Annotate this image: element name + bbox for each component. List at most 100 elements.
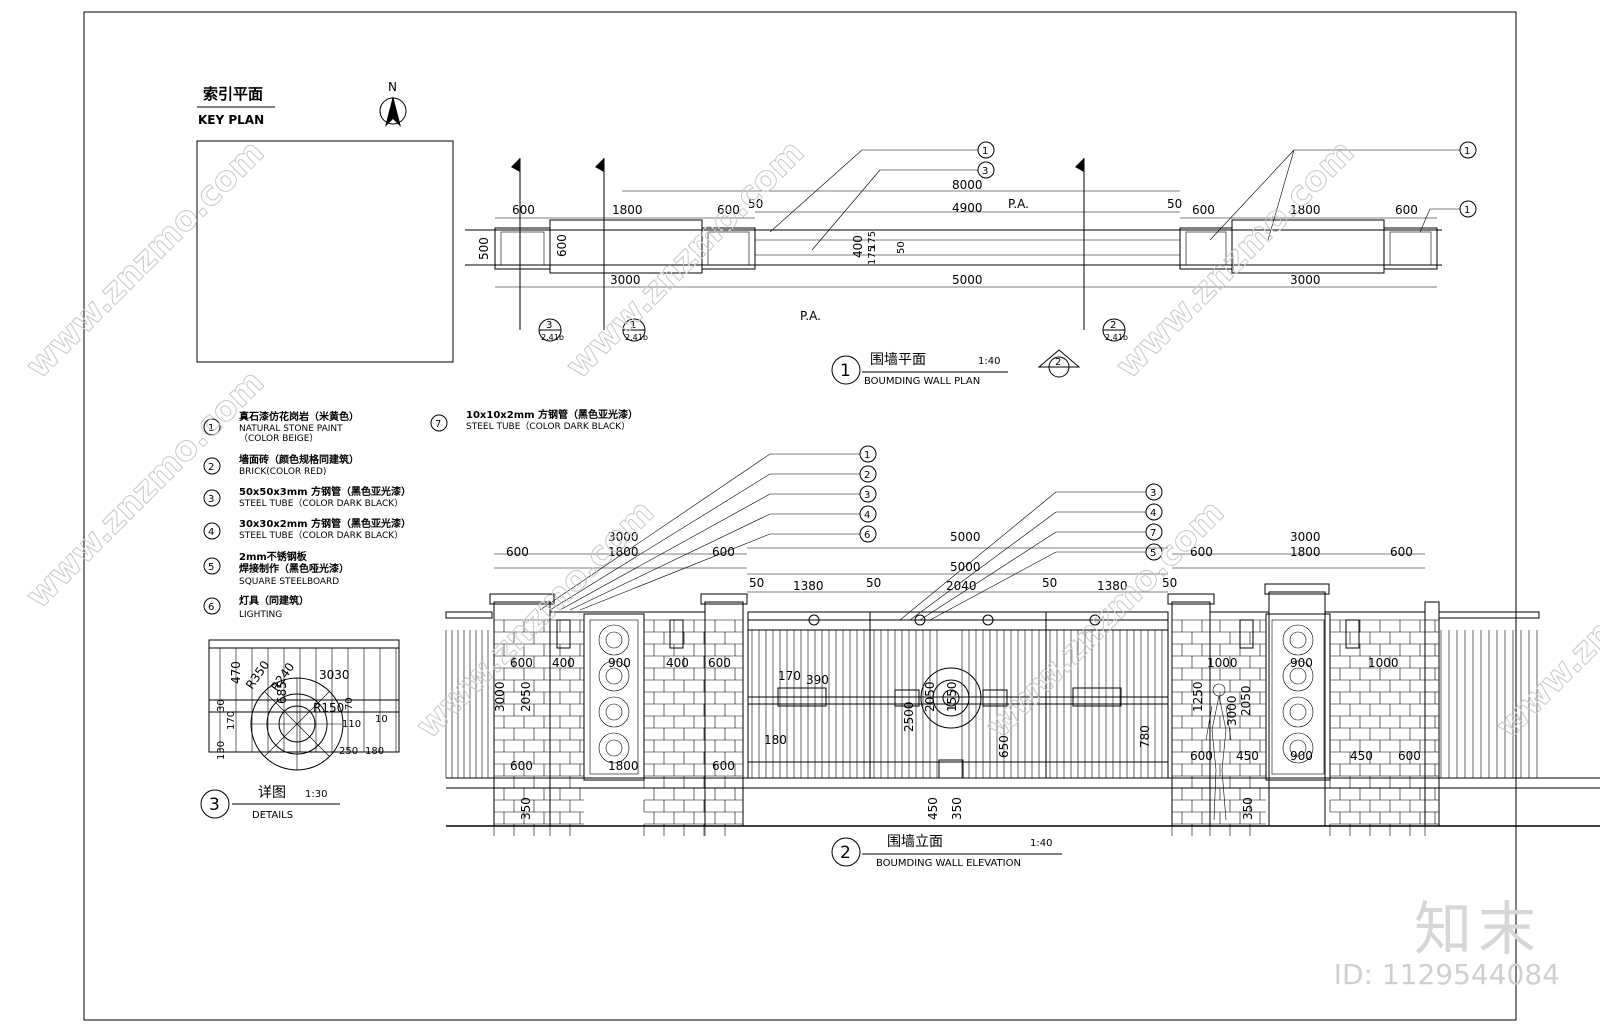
watermark-text: www.znzmo.com: [18, 362, 272, 616]
elev-dim-v: 2050: [519, 681, 533, 712]
legend-item: 4 30x30x2mm 方钢管（黑色亚光漆） STEEL TUBE（COLOR …: [203, 517, 411, 541]
plan-callout: 1: [1464, 146, 1470, 157]
elevation-scale: 1:40: [1030, 838, 1052, 849]
elev-callout: 3: [1150, 488, 1156, 499]
plan-title-num: 1: [840, 361, 851, 381]
detail-dim: 130: [216, 741, 227, 760]
key-plan-frame: [196, 140, 454, 363]
detail-dim: R150: [313, 701, 344, 715]
plan-dim: 1800: [1290, 203, 1321, 217]
section-ref: 2.41b: [1105, 333, 1128, 342]
elev-dim: 600: [712, 759, 735, 773]
drawing-id: ID: 1129544084: [1333, 958, 1560, 991]
plan-dim: 8000: [952, 178, 983, 192]
elev-callout: 5: [1150, 548, 1156, 559]
details-title-cn: 详图: [258, 785, 286, 801]
legend-item: 2 墙面砖（颜色规格同建筑） BRICK(COLOR RED): [203, 453, 359, 477]
legend-item: 6 灯具（同建筑） LIGHTING: [203, 594, 309, 620]
detail-dim: 70: [344, 697, 355, 710]
plan-dim: 50: [748, 197, 763, 211]
plan-dim-v: 600: [555, 234, 569, 257]
legend-cn: 30x30x2mm 方钢管（黑色亚光漆）: [239, 517, 411, 530]
detail-dim: 110: [342, 719, 361, 730]
legend-item: 1 真石漆仿花岗岩（米黄色） NATURAL STONE PAINT （COLO…: [203, 410, 359, 444]
elevation-title-en: BOUMDING WALL ELEVATION: [876, 858, 1021, 869]
elev-dim: 180: [764, 733, 787, 747]
watermark-text: www.znzmo.com: [408, 492, 662, 746]
plan-title-cn: 围墙平面: [870, 352, 926, 368]
plan-dim: 600: [1192, 203, 1215, 217]
legend-num: 7: [435, 419, 441, 430]
elev-dim: 50: [1042, 576, 1057, 590]
key-plan: 索引平面 KEY PLAN N: [196, 80, 454, 363]
elev-dim-v: 1250: [1191, 681, 1205, 712]
elev-callout: 4: [1150, 508, 1156, 519]
elev-dim: 1800: [608, 759, 639, 773]
plan-pa-bottom: P.A.: [800, 309, 821, 323]
detail-dim: 10: [375, 714, 388, 725]
elev-dim: 170: [778, 669, 801, 683]
elev-dim: 600: [1390, 545, 1413, 559]
material-legend: 1 真石漆仿花岗岩（米黄色） NATURAL STONE PAINT （COLO…: [203, 408, 638, 620]
plan-title-en: BOUMDING WALL PLAN: [864, 376, 980, 387]
plan-dim: 600: [512, 203, 535, 217]
elev-dim: 5000: [950, 530, 981, 544]
elev-dim: 450: [1350, 749, 1373, 763]
elevation-marker-icon: 2: [1037, 349, 1081, 378]
key-plan-title-cn: 索引平面: [203, 85, 263, 103]
elev-dim-v: 1550: [945, 681, 959, 712]
elev-dim: 50: [1162, 576, 1177, 590]
detail-dim: 685: [275, 681, 289, 704]
elev-dim-v: 650: [997, 735, 1011, 758]
elev-dim-v: 2500: [902, 701, 916, 732]
elev-dim: 600: [1190, 545, 1213, 559]
elev-callout: 7: [1150, 528, 1156, 539]
wall-elevation: 3000 5000 3000 600 1800 600 5000 600 180…: [445, 445, 1600, 869]
plan-dim: 1800: [612, 203, 643, 217]
sheet-border: [83, 11, 1517, 1021]
legend-en: LIGHTING: [239, 610, 282, 620]
plan-dim: 600: [1395, 203, 1418, 217]
elev-dim: 900: [1290, 656, 1313, 670]
detail-dim: 30: [216, 699, 227, 712]
legend-en: STEEL TUBE（COLOR DARK BLACK）: [466, 421, 630, 432]
legend-cn: 真石漆仿花岗岩（米黄色）: [239, 410, 359, 423]
north-label: N: [388, 80, 397, 94]
section-ref: 2.41b: [625, 333, 648, 342]
elev-dim: 390: [806, 673, 829, 687]
plan-callout: 1: [1464, 205, 1470, 216]
legend-num: 6: [208, 602, 214, 613]
elev-callout: 6: [864, 530, 870, 541]
elev-callout: 2: [864, 470, 870, 481]
legend-en: BRICK(COLOR RED): [239, 467, 326, 477]
legend-cn: 墙面砖（颜色规格同建筑）: [239, 453, 359, 466]
elev-dim-v: 350: [950, 797, 964, 820]
plan-dim-v: 175: [867, 246, 878, 265]
legend-cn: 10x10x2mm 方钢管（黑色亚光漆）: [466, 408, 638, 421]
elev-dim: 600: [708, 656, 731, 670]
elev-dim: 600: [1398, 749, 1421, 763]
elev-dim: 1800: [1290, 545, 1321, 559]
elevation-marker-num: 2: [1055, 357, 1061, 368]
plan-dim-v: 500: [477, 237, 491, 260]
legend-en: STEEL TUBE（COLOR DARK BLACK）: [239, 530, 403, 541]
details-scale: 1:30: [305, 789, 327, 800]
plan-scale: 1:40: [978, 356, 1000, 367]
plan-callout: 1: [982, 146, 988, 157]
elev-dim: 600: [510, 656, 533, 670]
elev-dim: 3000: [608, 530, 639, 544]
details-title-num: 3: [209, 795, 220, 815]
legend-num: 4: [208, 527, 214, 538]
elev-dim-v: 2050: [1239, 685, 1253, 716]
elev-dim: 400: [552, 656, 575, 670]
elev-dim: 1380: [1097, 579, 1128, 593]
elev-dim-v: 780: [1138, 725, 1152, 748]
detail-dim: 250: [339, 746, 358, 757]
elev-dim: 600: [712, 545, 735, 559]
elev-dim: 600: [506, 545, 529, 559]
legend-num: 1: [208, 423, 214, 434]
section-num: 2: [1110, 320, 1116, 331]
plan-dim: 4900: [952, 201, 983, 215]
elev-callout: 4: [864, 510, 870, 521]
elev-callout: 1: [864, 450, 870, 461]
